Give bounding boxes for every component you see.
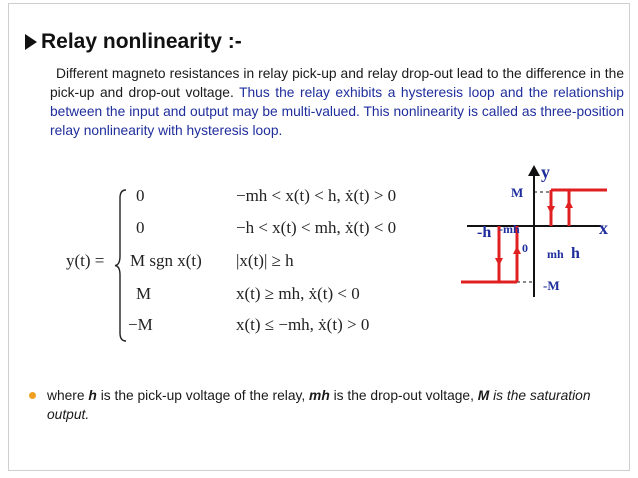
case-condition-5: x(t) ≤ −mh, ẋ(t) > 0 (236, 315, 370, 334)
case-condition-2: −h < x(t) < mh, ẋ(t) < 0 (236, 218, 397, 237)
left-brace-icon (114, 189, 127, 342)
arrow-bullet-icon (25, 34, 37, 50)
arrow-up-left-icon (513, 246, 521, 254)
case-condition-4: x(t) ≥ mh, ẋ(t) < 0 (236, 284, 360, 303)
y-axis-label: y (541, 162, 550, 182)
label-h: h (571, 245, 580, 262)
paragraph-plain-text: Different magneto resistances in relay p… (50, 66, 624, 100)
hysteresis-diagram: y x M -M -h -mh mh h 0 (461, 162, 608, 297)
footnote-h: h (88, 388, 97, 403)
footnote-part-1: where (47, 388, 89, 403)
case-value-2: 0 (136, 218, 145, 237)
label-M: M (511, 185, 523, 200)
label-mh: mh (547, 247, 564, 261)
label-neg-mh: -mh (499, 222, 520, 236)
arrow-down-right-icon (547, 206, 555, 214)
footnote-part-3: is the drop-out voltage, (329, 388, 478, 403)
x-axis-label: x (599, 218, 608, 238)
case-condition-3: |x(t)| ≥ h (236, 251, 294, 270)
case-value-1: 0 (136, 186, 145, 205)
slide: Relay nonlinearity :- Different magneto … (8, 3, 630, 471)
equation-lhs: y(t) = (66, 251, 105, 270)
footnote-mh: mh (309, 388, 330, 403)
arrow-down-left-icon (495, 258, 503, 266)
slide-heading: Relay nonlinearity :- (25, 30, 242, 54)
label-neg-h: -h (477, 224, 491, 241)
description-paragraph: Different magneto resistances in relay p… (50, 64, 624, 140)
case-value-3: M sgn x(t) (130, 251, 202, 270)
heading-text: Relay nonlinearity :- (41, 30, 242, 53)
piecewise-equation: y(t) = 0 −mh < x(t) < h, ẋ(t) > 0 0 −h <… (64, 184, 424, 344)
label-neg-M: -M (543, 278, 560, 293)
label-origin: 0 (522, 241, 528, 255)
bullet-dot-icon (29, 392, 36, 399)
paragraph-highlight-text: Thus the relay exhibits a hysteresis loo… (50, 85, 624, 138)
case-value-5: −M (128, 315, 153, 334)
y-axis-arrow-icon (528, 165, 540, 176)
case-condition-1: −mh < x(t) < h, ẋ(t) > 0 (236, 186, 397, 205)
footnote-bullet: where h is the pick-up voltage of the re… (29, 386, 629, 424)
footnote-text: where h is the pick-up voltage of the re… (47, 386, 617, 424)
footnote-part-2: is the pick-up voltage of the relay, (96, 388, 310, 403)
case-value-4: M (136, 284, 152, 303)
footnote-part-4: is the saturation output. (47, 388, 591, 422)
arrow-up-right-icon (565, 200, 573, 208)
footnote-M: M (477, 388, 490, 403)
